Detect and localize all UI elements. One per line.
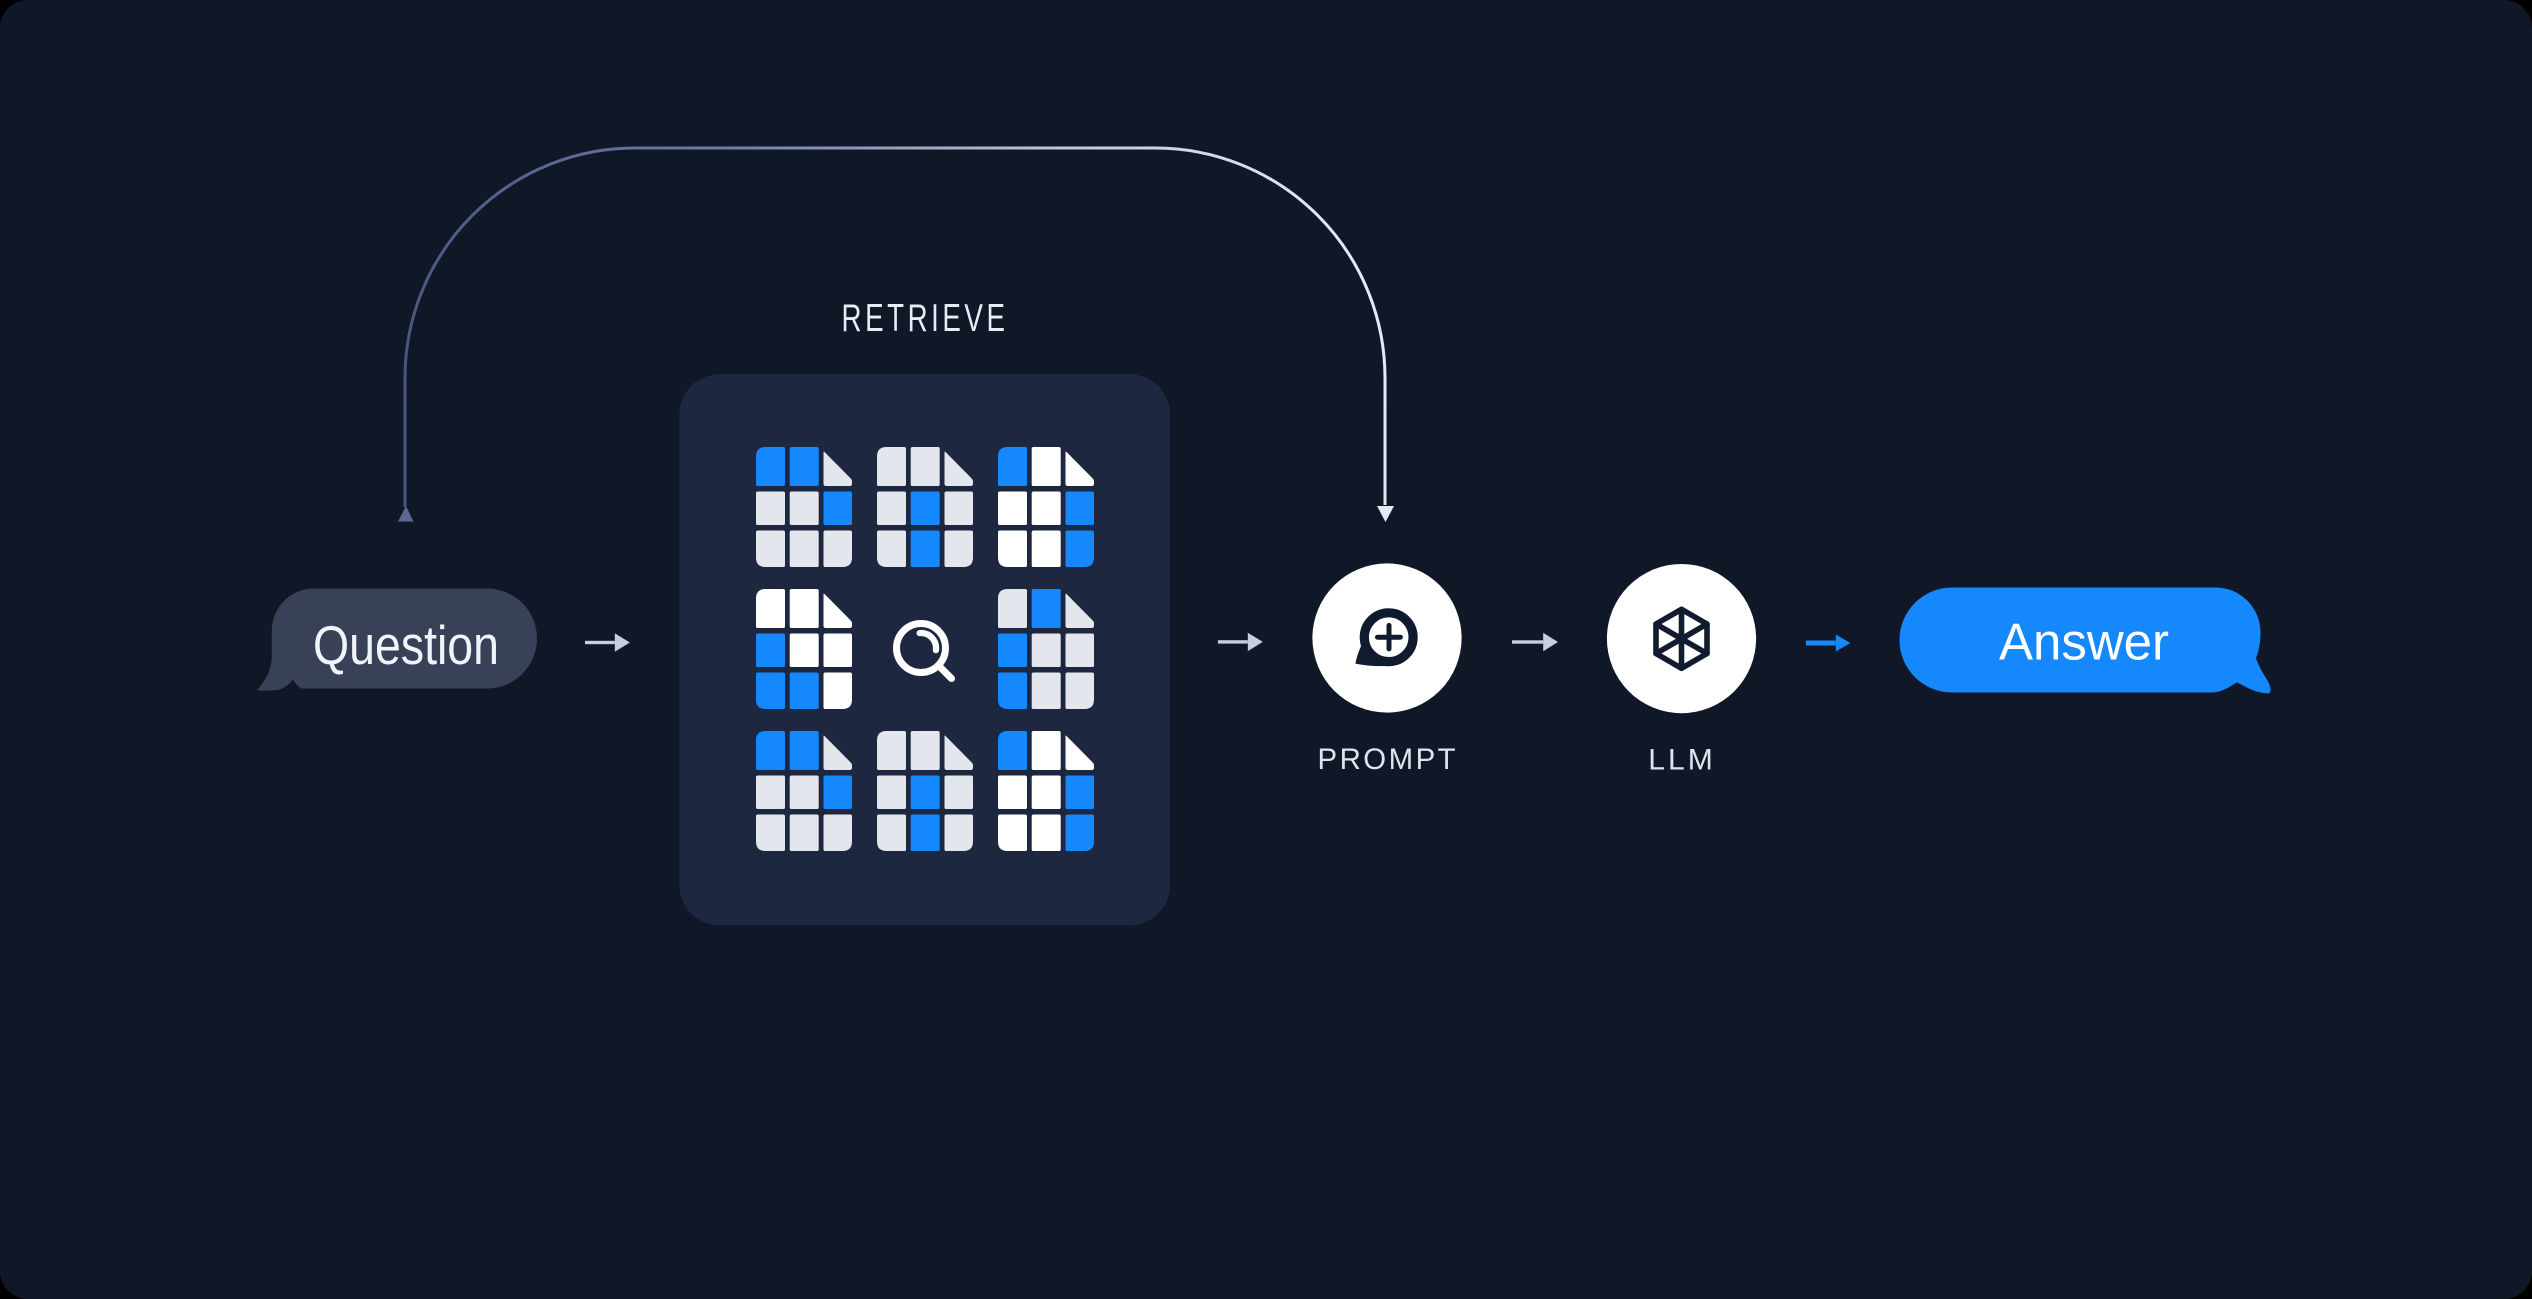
svg-text:Answer: Answer	[1999, 614, 2169, 672]
svg-text:PROMPT: PROMPT	[1318, 743, 1459, 776]
svg-text:LLM: LLM	[1648, 744, 1716, 777]
svg-text:RETRIEVE: RETRIEVE	[842, 297, 1009, 340]
svg-text:Question: Question	[313, 614, 499, 676]
